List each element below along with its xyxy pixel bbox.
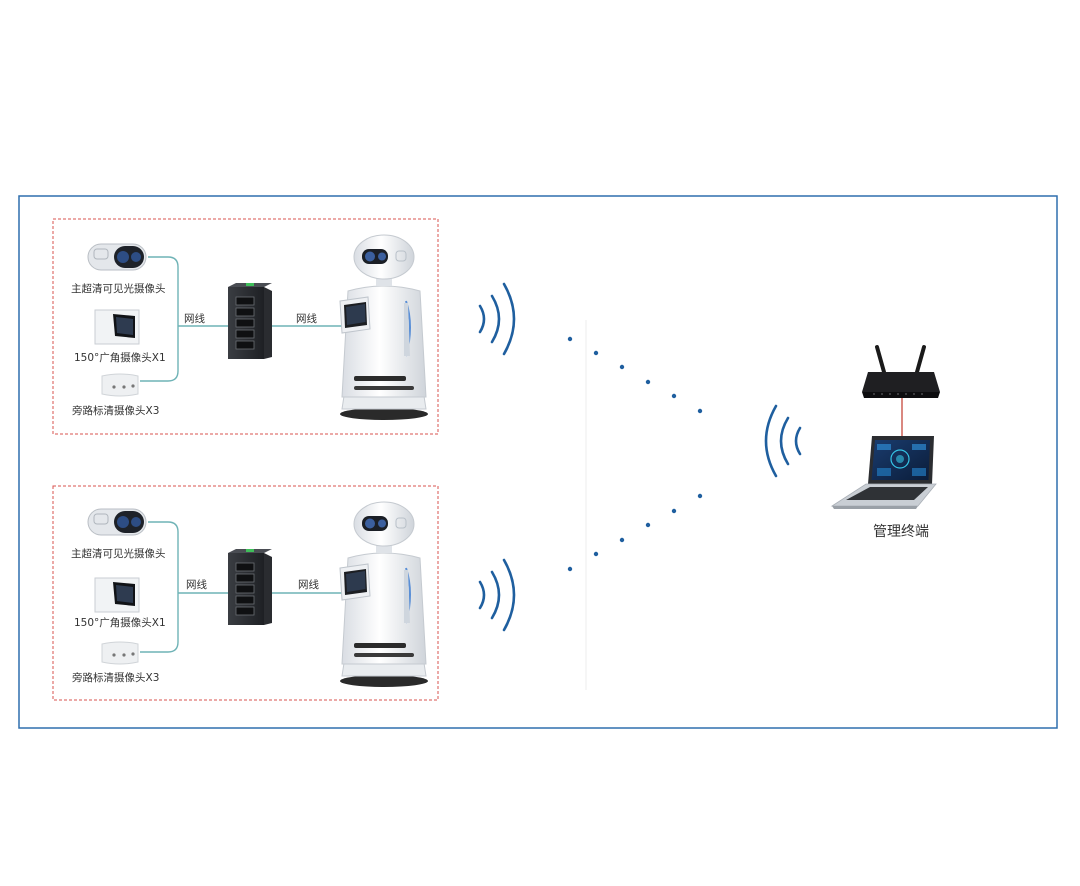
link-label: 网线 — [186, 578, 207, 591]
service-robot-icon — [339, 501, 429, 688]
wifi-signal-icon — [764, 404, 802, 478]
service-robot-icon — [339, 234, 429, 421]
stereo-camera-icon — [87, 243, 147, 271]
link-label: 网线 — [296, 312, 317, 325]
wifi-signal-icon — [478, 558, 516, 632]
robot-group-1: 主超清可见光摄像头 150°广角摄像头X1 旁路标清摄像头X3 网线 网线 — [52, 218, 439, 435]
camera-label: 旁路标清摄像头X3 — [72, 404, 159, 417]
network-switch-icon — [227, 282, 273, 360]
wide-angle-camera-icon — [94, 577, 140, 613]
bypass-camera-icon — [101, 641, 139, 665]
terminal-label: 管理终端 — [873, 524, 929, 540]
management-terminal: 管理终端 — [830, 345, 940, 540]
laptop-icon — [830, 436, 937, 509]
camera-label: 主超清可见光摄像头 — [71, 547, 166, 560]
camera-bus-wire — [140, 256, 179, 382]
camera-label: 旁路标清摄像头X3 — [72, 671, 159, 684]
bypass-camera-icon — [101, 373, 139, 397]
outer-frame — [18, 195, 1058, 729]
camera-label: 150°广角摄像头X1 — [74, 616, 166, 629]
camera-label: 150°广角摄像头X1 — [74, 351, 166, 364]
stereo-camera-icon — [87, 508, 147, 536]
link-label: 网线 — [184, 312, 205, 325]
link-label: 网线 — [298, 578, 319, 591]
wifi-signal-icon — [478, 282, 516, 356]
camera-label: 主超清可见光摄像头 — [71, 282, 166, 295]
signal-dots-lower — [567, 493, 703, 572]
camera-bus-wire — [140, 521, 179, 653]
robot-group-2: 主超清可见光摄像头 150°广角摄像头X1 旁路标清摄像头X3 网线 网线 — [52, 485, 439, 701]
group-border — [52, 218, 439, 435]
group-border — [52, 485, 439, 701]
signal-dots-upper — [567, 336, 703, 414]
wifi-router-icon — [862, 345, 940, 398]
network-switch-icon — [227, 548, 273, 626]
wide-angle-camera-icon — [94, 309, 140, 345]
